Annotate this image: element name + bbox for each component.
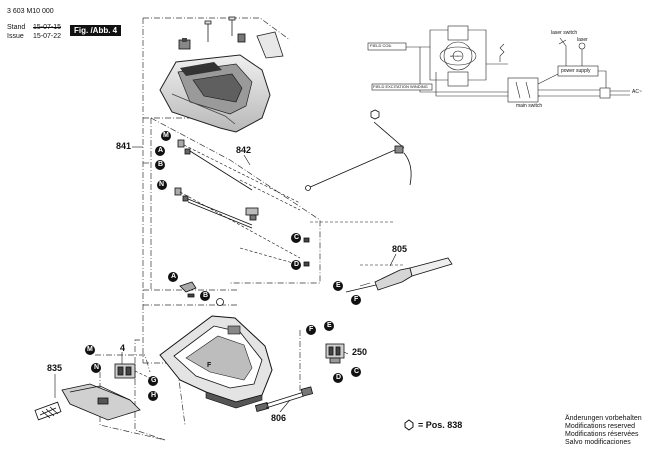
callout-m-bottom: M	[87, 346, 93, 353]
switch-button	[237, 33, 246, 43]
schematic-ac: AC~	[632, 89, 642, 95]
top-cover-assembly	[159, 16, 284, 133]
schematic-laser: laser	[577, 37, 588, 43]
pos-835: 835	[47, 363, 63, 373]
schematic-laser-switch: laser switch	[551, 30, 578, 36]
pos-805: 805	[392, 244, 408, 254]
spring-part-835	[34, 383, 141, 421]
figure-label: Fig. /Abb. 4	[70, 25, 122, 36]
terminal-block-250	[325, 343, 345, 364]
stand-label: Stand	[7, 24, 26, 31]
callout-c-250: C	[354, 368, 360, 375]
callout-d-842: D	[294, 261, 300, 268]
schematic-armature: armature	[450, 54, 463, 58]
schematic-field-coil: FIELD COIL	[370, 43, 392, 48]
pos-4: 4	[120, 343, 126, 353]
lens-wedge	[256, 31, 284, 59]
top-cover-housing	[159, 54, 271, 133]
callout-c-842: C	[294, 234, 300, 241]
cable-806	[254, 386, 314, 412]
callout-g: G	[151, 377, 157, 384]
callout-b-bottom: B	[203, 292, 209, 299]
schematic-field-excitation: FIELD EXCITATION WINDING	[373, 84, 428, 89]
callout-a-top: A	[158, 147, 164, 154]
callout-d-250: D	[336, 374, 342, 381]
wiring-assembly-842	[174, 139, 310, 298]
doc-number: 3 603 M10 000	[7, 8, 54, 15]
callout-m-top: M	[163, 132, 169, 139]
wiring-schematic	[367, 25, 630, 103]
pos-841: 841	[116, 141, 132, 151]
callout-h: H	[151, 392, 157, 399]
issue-date: 15-07-22	[33, 33, 62, 40]
schematic-power-supply: power supply	[561, 68, 591, 74]
callout-f-housing: F	[207, 362, 212, 369]
legend-hex-symbol	[404, 419, 414, 431]
clip-part	[178, 38, 191, 50]
leader-lines	[54, 146, 397, 413]
switch-block-4	[114, 363, 151, 379]
base-housing	[159, 298, 273, 409]
pos-806: 806	[271, 413, 287, 423]
schematic-main-switch: main switch	[516, 103, 543, 109]
callout-e-250: E	[327, 322, 332, 329]
callout-f-805: F	[354, 296, 359, 303]
stand-date: 15-07-15	[33, 24, 62, 31]
pos-842: 842	[236, 145, 252, 155]
power-cord-805	[345, 257, 453, 293]
callout-a-bottom: A	[171, 273, 177, 280]
notice-line-1: Änderungen vorbehalten	[565, 415, 642, 422]
callout-n-bottom: N	[94, 364, 100, 371]
legend-pos-838: = Pos. 838	[418, 420, 463, 430]
issue-label: Issue	[7, 33, 24, 40]
notice-line-3: Modifications réservées	[565, 431, 639, 438]
laser-cable	[305, 109, 412, 223]
callout-b-top: B	[158, 161, 164, 168]
notice-line-2: Modifications reserved	[565, 423, 636, 430]
notice-line-4: Salvo modificaciones	[565, 439, 631, 446]
callout-n-top: N	[159, 181, 165, 188]
screw-icon	[204, 16, 236, 42]
callout-f-250: F	[309, 326, 314, 333]
callout-e-805: E	[336, 282, 341, 289]
pos-250: 250	[352, 347, 368, 357]
